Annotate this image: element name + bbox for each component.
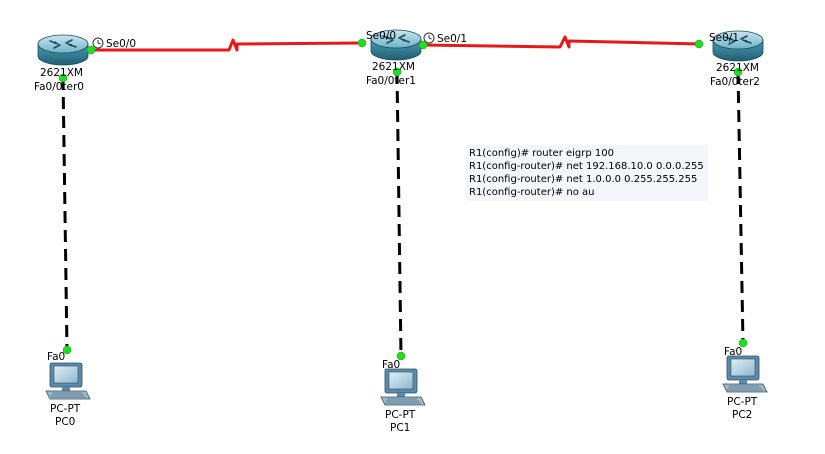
ethernet-link-r1-pc1[interactable] [395,71,403,357]
pc-icon [45,362,91,400]
router-name-label: Fa0/0ter1 [366,75,416,87]
port-light [418,40,428,50]
port-light [733,67,743,77]
serial-link-r1-r2[interactable] [421,35,701,49]
router-model-label: 2621XM [716,62,759,74]
router-name-label: Fa0/0ter2 [710,76,760,88]
pc-2[interactable] [722,355,768,393]
pc-name-label: PC1 [390,422,410,434]
port-label: Se0/0 [366,30,396,42]
pc-icon [722,355,768,393]
config-note[interactable]: R1(config)# router eigrp 100 R1(config-r… [466,145,708,201]
router-icon [37,34,89,66]
port-light [58,73,68,83]
serial-link-r0-r1[interactable] [92,38,361,52]
router-model-label: 2621XM [372,61,415,73]
note-line: R1(config-router)# net 192.168.10.0 0.0.… [469,161,704,172]
router-0[interactable] [37,34,89,66]
pc-port-label: Fa0 [47,351,65,363]
router-model-label: 2621XM [40,67,83,79]
clock-icon [92,37,104,49]
pc-port-label: Fa0 [724,346,742,358]
port-light [396,351,406,361]
clock-icon [423,32,435,44]
port-label: Se0/1 [437,33,467,45]
pc-icon [380,368,426,406]
note-line: R1(config-router)# no au [469,187,595,198]
port-light [357,38,367,48]
port-light [738,338,748,348]
pc-name-label: PC2 [732,409,752,421]
pc-type-label: PC-PT [50,403,81,415]
note-line: R1(config)# router eigrp 100 [469,148,614,159]
pc-type-label: PC-PT [727,396,758,408]
port-label: Se0/1 [709,32,739,44]
port-light [86,45,96,55]
port-light [392,67,402,77]
pc-name-label: PC0 [55,416,75,428]
pc-1[interactable] [380,368,426,406]
ethernet-link-r2-pc2[interactable] [736,71,745,344]
router-name-label: Fa0/0ter0 [34,81,84,93]
pc-0[interactable] [45,362,91,400]
port-light [62,345,72,355]
note-line: R1(config-router)# net 1.0.0.0 0.255.255… [469,174,698,185]
ethernet-link-r0-pc0[interactable] [61,77,69,351]
pc-type-label: PC-PT [385,409,416,421]
port-label: Se0/0 [106,38,136,50]
port-light [694,39,704,49]
pc-port-label: Fa0 [382,359,400,371]
